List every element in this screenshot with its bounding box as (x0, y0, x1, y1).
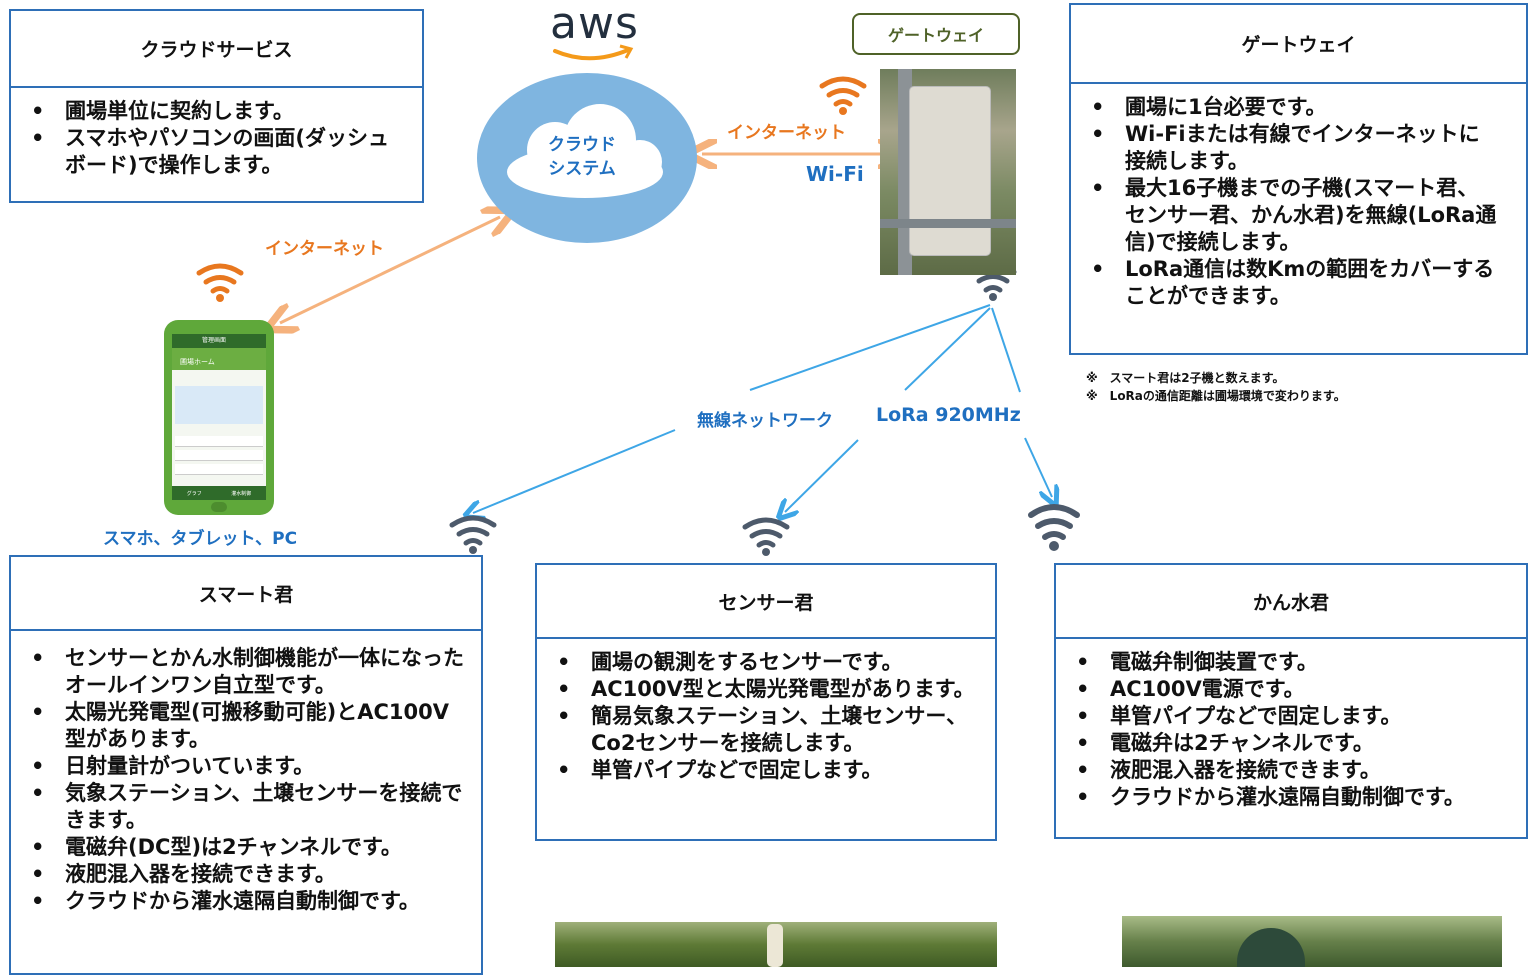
list-item: 太陽光発電型(可搬移動可能)とAC100V型があります。 (11, 699, 469, 753)
lora-line-gateway-left (749, 304, 991, 391)
phone-list-row (175, 450, 263, 461)
list-item: クラウドから灌水遠隔自動制御です。 (1056, 784, 1516, 811)
cloud-icon (507, 104, 663, 198)
gateway-tag: ゲートウェイ (852, 13, 1020, 55)
internet-label-left: インターネット (265, 239, 384, 259)
cloud-system-label: クラウド システム (548, 135, 616, 179)
lora-arrow-to-kansui (1024, 437, 1052, 497)
list-item: 電磁弁(DC型)は2チャンネルです。 (11, 834, 469, 861)
list-item: 日射量計がついています。 (11, 753, 469, 780)
aws-logo-text: aws (550, 0, 639, 49)
wifi-icon-sensor (742, 517, 790, 556)
list-item: 単管パイプなどで固定します。 (537, 757, 975, 784)
list-item: AC100V型と太陽光発電型があります。 (537, 676, 975, 703)
aws-smile-icon (553, 48, 630, 61)
wifi-icon-gateway-top (819, 76, 867, 115)
phone-bottom-bar: グラフ 灌水制御 (172, 486, 266, 500)
list-item: 最大16子機までの子機(スマート君、センサー君、かん水君)を無線(LoRa通信)… (1071, 175, 1498, 256)
sensor-photo (555, 922, 997, 967)
aws-arrowhead-icon (619, 44, 634, 59)
phone-app-header: 管理画面 (172, 334, 266, 348)
phone-page-title: 圃場ホーム (172, 348, 266, 370)
phone-graph-button[interactable]: グラフ (186, 490, 202, 497)
list-item: LoRa通信は数Kmの範囲をカバーすることができます。 (1071, 256, 1498, 310)
cloud-service-title: クラウドサービス (11, 11, 422, 88)
gateway-title: ゲートウェイ (1071, 5, 1526, 84)
kansui-list: 電磁弁制御装置です。 AC100V電源です。 単管パイプなどで固定します。 電磁… (1056, 639, 1526, 811)
smart-list: センサーとかん水制御機能が一体になったオールインワン自立型です。 太陽光発電型(… (11, 631, 481, 915)
kansui-photo (1122, 916, 1502, 967)
list-item: スマホやパソコンの画面(ダッシュボード)で操作します。 (11, 125, 394, 179)
phone-weather-panel (175, 386, 263, 424)
cloud-service-box: クラウドサービス 圃場単位に契約します。 スマホやパソコンの画面(ダッシュボード… (9, 9, 424, 203)
sensor-title: センサー君 (537, 565, 995, 639)
wireless-network-label: 無線ネットワーク (697, 411, 833, 431)
phone-screen: 管理画面 圃場ホーム グラフ 灌水制御 (172, 334, 266, 500)
internet-label-top: インターネット (727, 123, 846, 143)
list-item: 圃場単位に契約します。 (11, 98, 394, 125)
smartphone: 管理画面 圃場ホーム グラフ 灌水制御 (164, 320, 274, 515)
gateway-pipe (880, 219, 1016, 228)
cloud-service-list: 圃場単位に契約します。 スマホやパソコンの画面(ダッシュボード)で操作します。 (11, 88, 422, 179)
list-item: 圃場に1台必要です。 (1071, 94, 1498, 121)
list-item: 圃場の観測をするセンサーです。 (537, 649, 975, 676)
kansui-device-top (1237, 928, 1305, 967)
list-item: 液肥混入器を接続できます。 (11, 861, 469, 888)
wifi-label: Wi-Fi (806, 162, 864, 186)
devices-label: スマホ、タブレット、PC (103, 529, 298, 549)
smart-title: スマート君 (11, 557, 481, 631)
kansui-box: かん水君 電磁弁制御装置です。 AC100V電源です。 単管パイプなどで固定しま… (1054, 563, 1528, 839)
wifi-icon-phone (196, 263, 244, 302)
wifi-icon-kansui (1028, 504, 1080, 551)
phone-list-row (175, 464, 263, 475)
list-item: AC100V電源です。 (1056, 676, 1516, 703)
list-item: 気象ステーション、土壌センサーを接続できます。 (11, 780, 469, 834)
phone-control-button[interactable]: 灌水制御 (231, 490, 252, 497)
phone-home-button (211, 502, 227, 512)
gateway-enclosure (910, 87, 990, 255)
sensor-device-top (767, 924, 783, 967)
list-item: 電磁弁は2チャンネルです。 (1056, 730, 1516, 757)
kansui-title: かん水君 (1056, 565, 1526, 639)
gateway-photo (880, 69, 1016, 275)
note-smart-count: ※ スマート君は2子機と数えます。 (1086, 371, 1285, 385)
note-lora-distance: ※ LoRaの通信距離は圃場環境で変わります。 (1086, 389, 1346, 403)
lora-label: LoRa 920MHz (876, 404, 1021, 426)
list-item: 簡易気象ステーション、土壌センサー、Co2センサーを接続します。 (537, 703, 975, 757)
wifi-icon-smart (449, 515, 497, 554)
sensor-list: 圃場の観測をするセンサーです。 AC100V型と太陽光発電型があります。 簡易気… (537, 639, 995, 784)
list-item: Wi-Fiまたは有線でインターネットに接続します。 (1071, 121, 1498, 175)
gateway-list: 圃場に1台必要です。 Wi-Fiまたは有線でインターネットに接続します。 最大1… (1071, 84, 1526, 310)
phone-list-row (175, 436, 263, 447)
list-item: 電磁弁制御装置です。 (1056, 649, 1516, 676)
gateway-box: ゲートウェイ 圃場に1台必要です。 Wi-Fiまたは有線でインターネットに接続し… (1069, 3, 1528, 355)
lora-line-gateway-center (904, 307, 991, 391)
list-item: センサーとかん水制御機能が一体になったオールインワン自立型です。 (11, 645, 469, 699)
lora-line-gateway-right (991, 307, 1021, 393)
lora-arrow-to-sensor (785, 439, 859, 512)
list-item: 単管パイプなどで固定します。 (1056, 703, 1516, 730)
list-item: クラウドから灌水遠隔自動制御です。 (11, 888, 469, 915)
sensor-box: センサー君 圃場の観測をするセンサーです。 AC100V型と太陽光発電型がありま… (535, 563, 997, 841)
lora-arrow-to-smart (473, 429, 676, 513)
smart-box: スマート君 センサーとかん水制御機能が一体になったオールインワン自立型です。 太… (9, 555, 483, 975)
internet-arrow-phone-cloud (280, 217, 500, 323)
list-item: 液肥混入器を接続できます。 (1056, 757, 1516, 784)
